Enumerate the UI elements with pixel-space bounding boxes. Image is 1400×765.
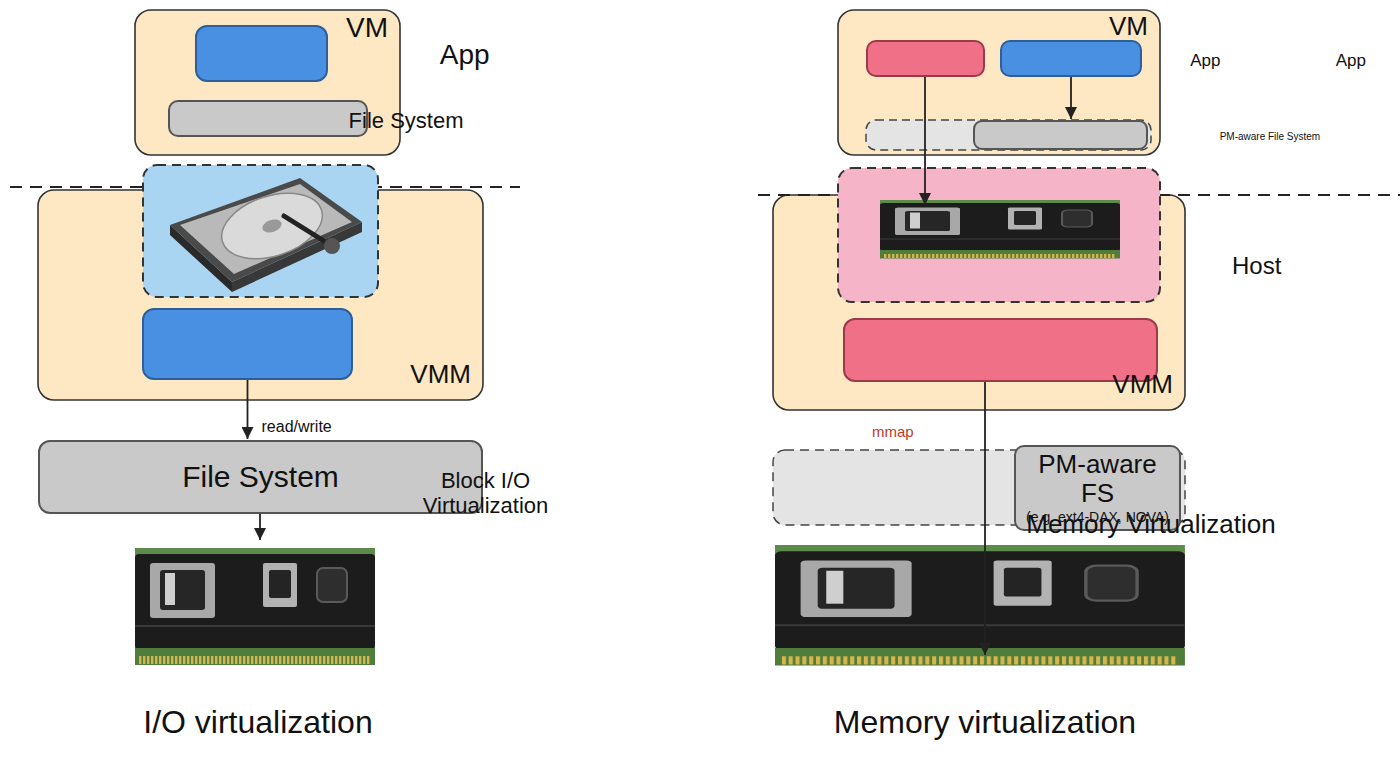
caption: Memory virtualization [735, 704, 1235, 741]
hard-disk-icon [170, 178, 362, 292]
file-system-box: File System [168, 100, 368, 137]
box-label: File System [349, 108, 464, 133]
virtualization-box: Block I/O Virtualization [142, 308, 353, 380]
file-system-box: PM-aware File System [973, 120, 1148, 150]
virtual-pm-box [838, 168, 1160, 302]
vm-box: VM AppFile System [135, 10, 400, 155]
host-label: Host [1232, 252, 1281, 280]
edge-label-holder: read/write [262, 418, 332, 436]
caption: I/O virtualization [8, 704, 508, 741]
app-box: App [195, 25, 328, 82]
edge-label: read/write [262, 418, 332, 436]
memory-module [135, 548, 375, 665]
container-fill [135, 10, 400, 155]
box-label: File System [182, 460, 339, 495]
connector-arrow [247, 380, 249, 439]
box-label: PM-aware FS [1022, 450, 1173, 510]
arrow [924, 77, 926, 205]
fs-region [866, 120, 1151, 150]
box-label: App [440, 39, 490, 71]
container-label: VMM [1112, 370, 1173, 400]
connector-arrow [1070, 77, 1072, 119]
virtualization-box: Memory Virtualization [843, 318, 1158, 382]
memory-module [775, 545, 1185, 666]
box-label: App [1190, 51, 1220, 71]
label-holder: I/O virtualization [8, 704, 508, 741]
vmm-box: VMMMemory Virtualization [773, 195, 1185, 410]
memory-module [880, 200, 1120, 259]
label-holder: mmap [872, 423, 914, 440]
container-fill [838, 10, 1160, 155]
container-label: VMM [410, 360, 471, 390]
container-label: VM [1109, 12, 1148, 42]
app-box: App [866, 40, 985, 77]
vm-box: VMAppAppPM-aware File System [838, 10, 1160, 155]
api-label: mmap [872, 423, 914, 440]
file-system-box: File System [38, 440, 483, 514]
box-label: PM-aware File System [1220, 131, 1321, 143]
virtual-disk-box [143, 165, 378, 297]
app-box: App [1000, 40, 1142, 77]
arrow [984, 382, 986, 655]
label-holder: Memory virtualization [735, 704, 1235, 741]
box-label: App [1336, 51, 1366, 71]
file-system-box: PM-aware FS(e.g. ext4-DAX, NOVA) [1014, 445, 1181, 531]
box-label: (e.g. ext4-DAX, NOVA) [1026, 509, 1169, 525]
vmm-box: VMM Block I/O Virtualization [38, 190, 483, 400]
arrow [259, 514, 261, 540]
box-label: Block I/O Virtualization [388, 468, 583, 519]
label-holder: Host [1232, 252, 1281, 280]
container-label: VM [346, 12, 388, 44]
